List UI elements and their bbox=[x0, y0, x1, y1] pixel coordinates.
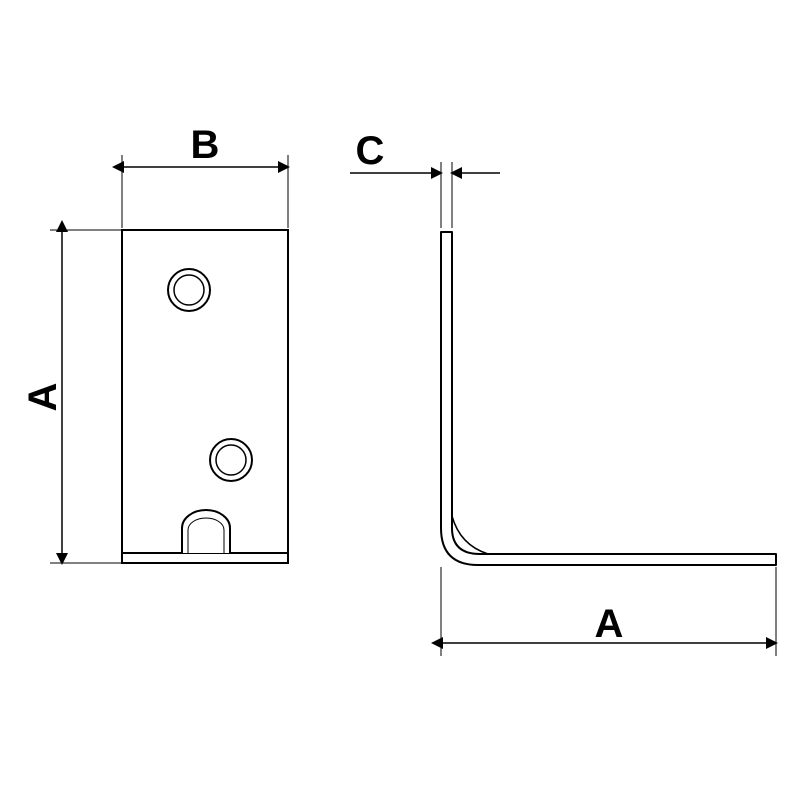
mounting-hole-bottom bbox=[209, 438, 253, 482]
a-horizontal-label: A bbox=[595, 602, 624, 646]
bend-inner-detail bbox=[451, 515, 489, 555]
mounting-hole-top bbox=[167, 268, 211, 312]
c-label: C bbox=[356, 129, 385, 173]
side-view: C A bbox=[350, 129, 778, 656]
bracket-profile bbox=[440, 231, 777, 566]
b-label: B bbox=[191, 123, 220, 167]
a-vertical-label: A bbox=[21, 383, 65, 412]
front-view: B A bbox=[21, 123, 290, 565]
mounting-slot bbox=[181, 509, 231, 553]
